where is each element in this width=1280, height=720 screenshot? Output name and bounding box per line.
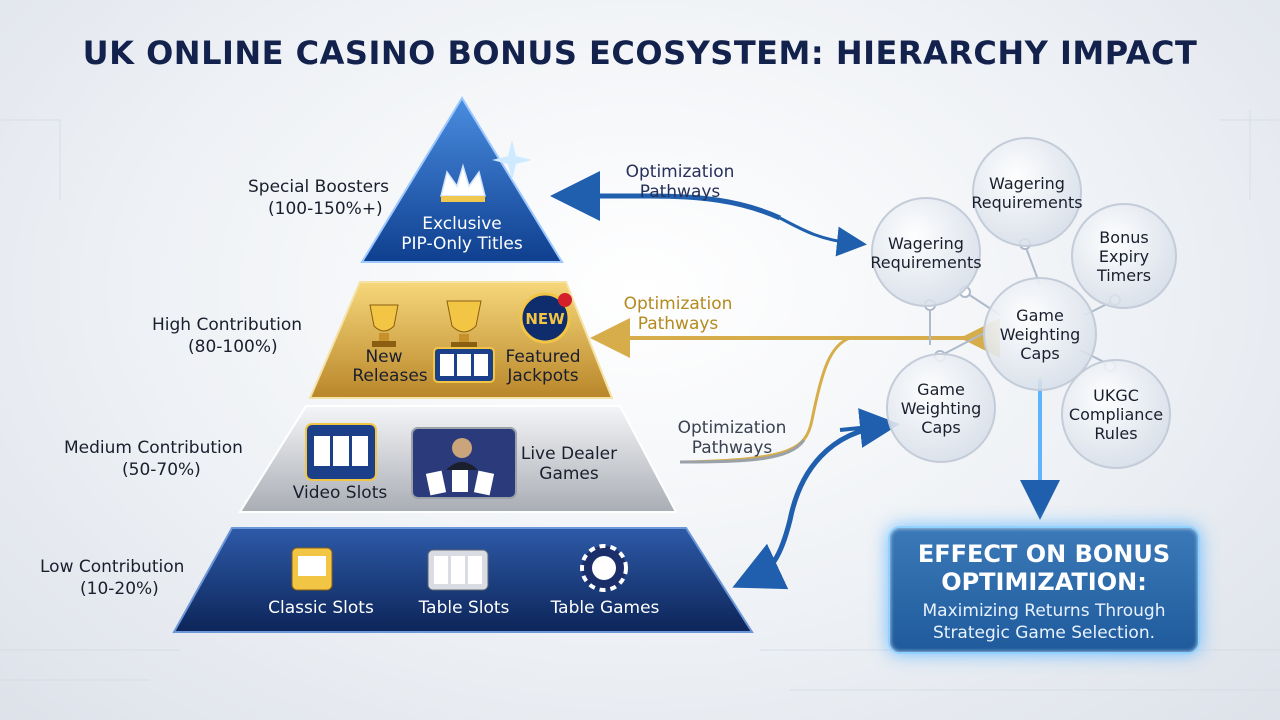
bubble-line2: Weighting [999, 325, 1081, 344]
slot-machine-icon [433, 347, 495, 383]
slot-machine-icon [305, 423, 377, 481]
bubble-line1: Wagering [989, 174, 1065, 193]
tier-high-item-jackpots: Jackpots [506, 366, 578, 386]
pathway-label-line2: Pathways [637, 314, 719, 334]
tier-high-item-new: New [365, 347, 402, 367]
tier-label-high-contribution: High Contribution (80-100%) [152, 314, 302, 358]
trophy-icon [446, 300, 482, 348]
reels-icon [427, 549, 489, 591]
bubble-line3: Caps [921, 418, 961, 437]
new-badge-text: NEW [525, 310, 565, 328]
bubble-text-bonus-expiry: Bonus Expiry Timers [1064, 228, 1184, 285]
bubble-line1: Wagering [888, 234, 964, 253]
pathway-label-line2: Pathways [691, 438, 773, 458]
pathway-label-top: Optimization Pathways [610, 162, 750, 202]
bubble-line2: Expiry [1098, 247, 1150, 266]
bubble-bonus-expiry [1071, 203, 1177, 309]
page-title: UK ONLINE CASINO BONUS ECOSYSTEM: HIERAR… [82, 34, 1198, 72]
effect-panel: EFFECT ON BONUS OPTIMIZATION: Maximizing… [888, 526, 1200, 654]
pathway-label-line1: Optimization [625, 162, 735, 182]
tier-label-line2: (50-70%) [122, 460, 201, 480]
tier-low-item-table-slots: Table Slots [418, 598, 510, 618]
bubble-text-ukgc: UKGC Compliance Rules [1056, 386, 1176, 443]
pathway-arrow-medium [679, 439, 806, 464]
effect-body: Maximizing Returns Through Strategic Gam… [890, 600, 1198, 644]
tier-label-line1: Medium Contribution [64, 438, 243, 458]
tier-medium-item-video-slots: Video Slots [293, 483, 388, 503]
bubble-line2: Weighting [900, 399, 982, 418]
bubble-wagering-top [972, 137, 1082, 247]
effect-title-line1: EFFECT ON BONUS [917, 540, 1171, 568]
pathway-label-high: Optimization Pathways [608, 294, 748, 334]
bubble-line3: Rules [1094, 424, 1138, 443]
effect-body-line2: Strategic Game Selection. [932, 623, 1155, 643]
tier-label-low-contribution: Low Contribution (10-20%) [40, 556, 184, 600]
trophy-icon [369, 304, 399, 347]
bubble-game-weighting-lower [886, 353, 996, 463]
effect-body-line1: Maximizing Returns Through [922, 601, 1166, 621]
pathway-label-line2: Pathways [639, 182, 721, 202]
tier-label-line1: High Contribution [152, 315, 303, 335]
bubble-line1: Game [1016, 306, 1064, 325]
slot-machine-icon [291, 547, 333, 591]
pathway-arrow-low [732, 423, 886, 590]
live-dealer-icon [411, 427, 517, 499]
bubble-text-game-weighting-center: Game Weighting Caps [980, 306, 1100, 363]
bubble-line1: Game [917, 380, 965, 399]
pathway-arrow-top-right [779, 216, 867, 257]
tier-label-special-boosters: Special Boosters (100-150%+) [248, 176, 389, 220]
tier-top-item-line1: Exclusive [422, 214, 501, 234]
tier-low-item-table-games: Table Games [550, 598, 660, 618]
tier-top-item-line2: PIP-Only Titles [401, 234, 523, 254]
bubble-text-wagering-top: Wagering Requirements [967, 174, 1087, 212]
bubble-line2: Compliance [1068, 405, 1164, 424]
tier-low-item-classic-slots: Classic Slots [268, 598, 374, 618]
bubble-line2: Requirements [971, 193, 1083, 212]
bubble-line3: Caps [1020, 344, 1060, 363]
pathway-arrow-low-start [839, 408, 900, 448]
bubble-wagering-left [871, 197, 981, 307]
new-badge-icon: NEW [519, 292, 572, 344]
bubble-line3: Timers [1096, 266, 1152, 285]
tier-medium-item-live-dealer: Live Dealer [521, 444, 617, 464]
tier-label-line1: Special Boosters [248, 177, 389, 197]
tier-label-medium-contribution: Medium Contribution (50-70%) [64, 437, 243, 481]
pathway-arrow-top [550, 171, 782, 221]
tier-label-line2: (100-150%+) [268, 199, 383, 219]
pathway-label-line1: Optimization [677, 418, 787, 438]
bubble-text-wagering-left: Wagering Requirements [866, 234, 986, 272]
sparkle-icon [492, 140, 532, 180]
bubble-line1: Bonus [1099, 228, 1149, 247]
crown-icon [440, 163, 486, 202]
tier-medium-item-games: Games [539, 464, 599, 484]
pathway-label-medium: Optimization Pathways [662, 418, 802, 458]
bubble-game-weighting-center [983, 277, 1097, 391]
effect-title-line2: OPTIMIZATION: [941, 568, 1147, 596]
tier-label-line2: (80-100%) [188, 337, 278, 357]
tier-high-item-releases: Releases [352, 366, 427, 386]
tier-high-item-featured: Featured [505, 347, 580, 367]
bubble-text-game-weighting-lower: Game Weighting Caps [881, 380, 1001, 437]
bubble-line2: Requirements [870, 253, 982, 272]
poker-chip-icon [580, 544, 628, 592]
pathway-arrow-high-curve [679, 336, 851, 464]
bubble-ukgc [1061, 359, 1171, 469]
tier-label-line2: (10-20%) [80, 579, 159, 599]
tier-label-line1: Low Contribution [40, 557, 185, 577]
effect-title: EFFECT ON BONUS OPTIMIZATION: [890, 540, 1198, 596]
pathway-label-line1: Optimization [623, 294, 733, 314]
bubbles [871, 137, 1177, 469]
bubble-line1: UKGC [1093, 386, 1139, 405]
